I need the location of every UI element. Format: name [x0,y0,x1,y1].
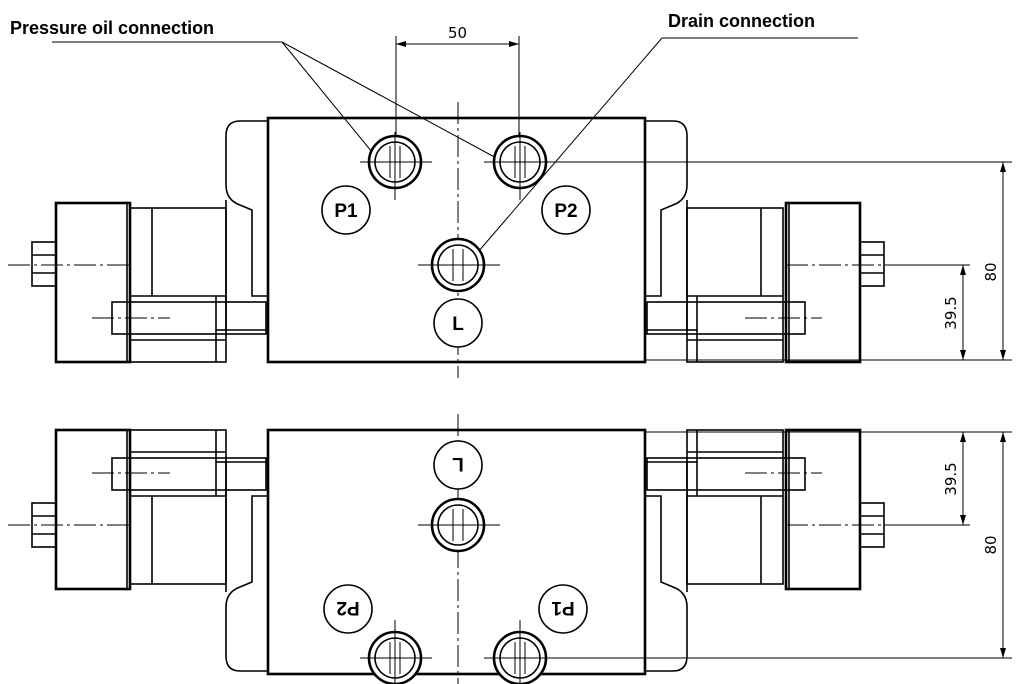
bottom-p2-tag: P2 [336,597,359,618]
top-port-p1 [360,132,432,200]
bottom-p1-tag: P1 [551,597,575,618]
top-p1-tag: P1 [334,201,358,222]
top-view: P1 P2 L [8,102,905,378]
bottom-port-p2 [360,620,432,684]
pressure-oil-leaders [52,41,501,161]
bottom-l-tag: L [452,453,464,474]
drain-connection-label: Drain connection [668,11,815,31]
top-l-tag-circle [433,298,483,348]
top-height-drain: 39.5 [942,296,960,329]
top-p2-tag-circle [541,185,591,235]
bottom-dimension-lines [520,431,1012,659]
top-port-p2 [484,132,556,200]
drain-leader [477,37,858,253]
dimension-port-spacing-value: 50 [448,24,467,42]
bottom-height-total: 80 [982,535,1000,554]
top-p1-tag-circle [321,185,371,235]
top-p2-tag: P2 [554,201,577,222]
bottom-height-drain: 39.5 [942,462,960,495]
bottom-p1-tag-circle [538,584,588,634]
top-port-l [418,237,500,293]
bottom-p2-tag-circle [323,584,373,634]
top-dimension-lines [520,161,1012,361]
dimension-port-spacing [395,36,520,150]
pressure-oil-connection-label: Pressure oil connection [10,18,214,38]
bottom-l-tag-circle [433,440,483,490]
top-l-tag: L [452,314,464,335]
bottom-view: L P2 P1 [8,414,905,684]
top-height-total: 80 [982,262,1000,281]
bottom-port-l [418,497,500,553]
